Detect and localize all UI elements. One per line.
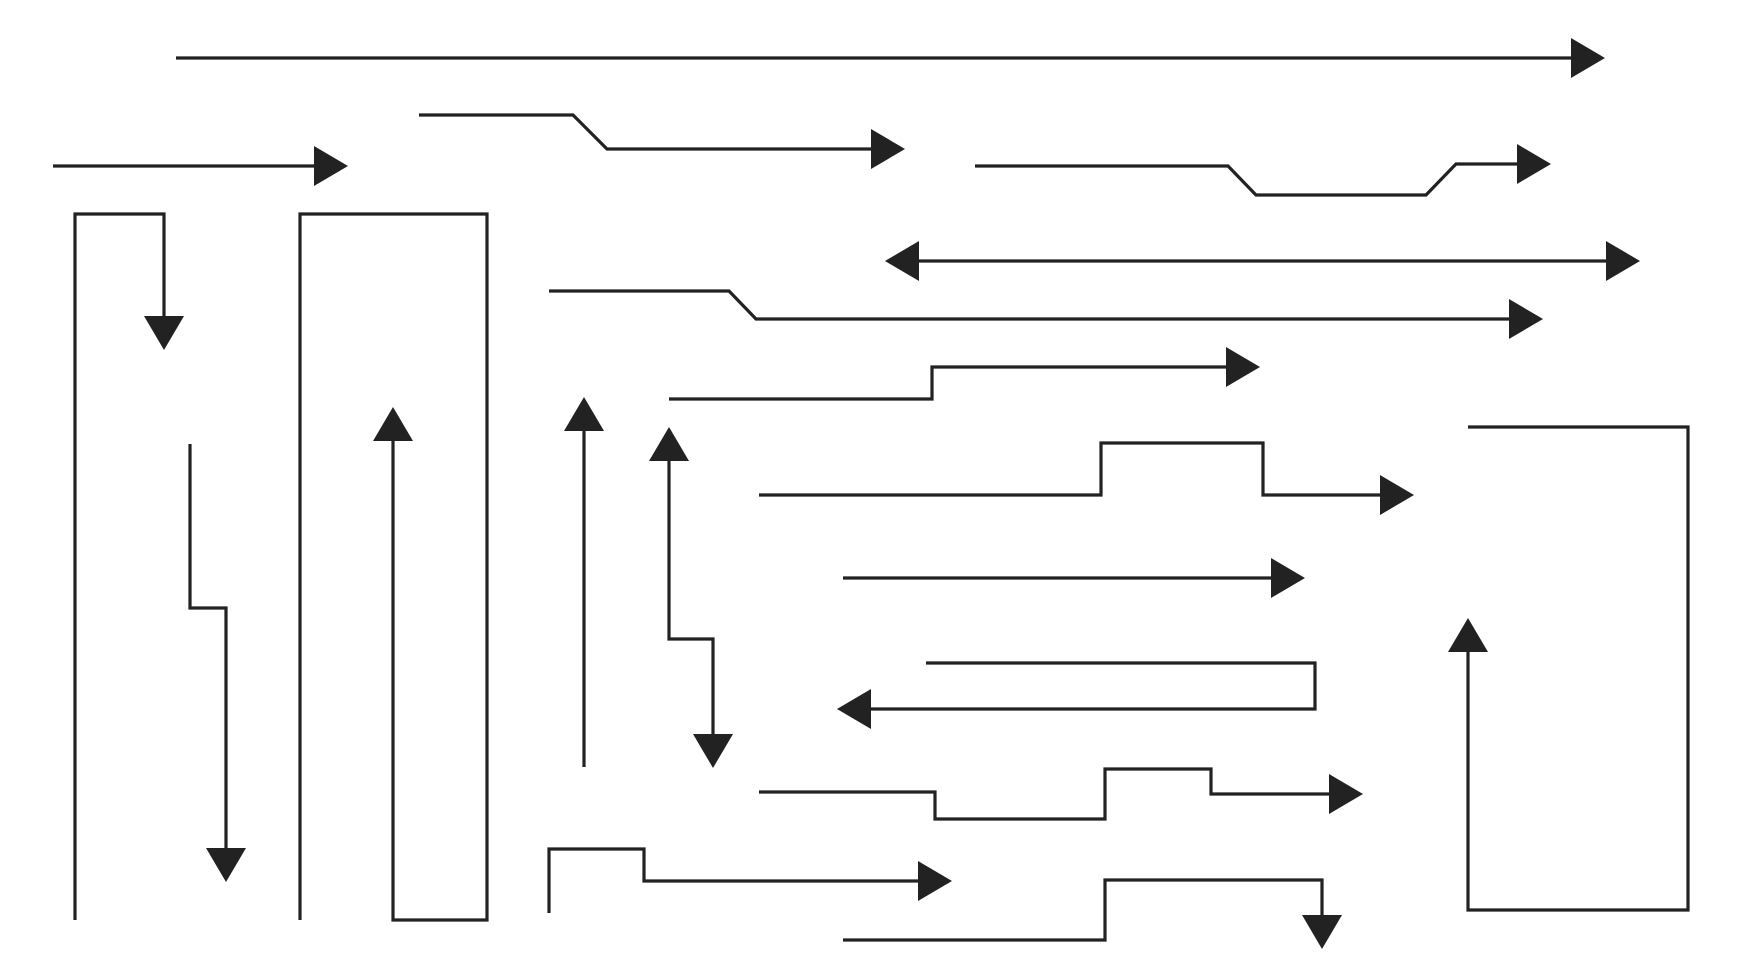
arrow-dip-then-bump-right	[759, 767, 1363, 821]
arrowhead-end	[1448, 618, 1488, 652]
arrowhead-end	[1329, 774, 1363, 814]
arrow-shaft	[547, 847, 918, 913]
arrow-shaft	[298, 212, 489, 922]
arrow-dip-and-rise-right	[975, 144, 1551, 197]
arrow-shaft	[759, 767, 1329, 821]
arrow-step-down-jog-down	[188, 444, 246, 882]
arrow-straight-up	[564, 397, 604, 767]
arrowhead-end	[918, 861, 952, 901]
arrowhead-end	[693, 734, 733, 768]
arrow-shaft	[549, 289, 1509, 321]
arrow-shaft	[419, 113, 871, 151]
arrow-straight-right-mid	[843, 558, 1305, 598]
arrowhead-end	[1226, 347, 1260, 387]
arrowhead-end	[871, 129, 905, 169]
arrowhead-end	[1302, 915, 1342, 949]
arrowhead-end	[837, 689, 871, 729]
arrow-shaft	[73, 212, 166, 920]
arrow-corner-down-left-frame	[73, 212, 184, 920]
arrow-u-turn-left	[837, 661, 1317, 729]
arrow-double-headed-horizontal	[885, 241, 1640, 281]
arrowhead-end	[564, 397, 604, 431]
arrowhead-end	[373, 407, 413, 441]
arrow-hook-up-right	[547, 847, 952, 913]
arrow-shaft	[188, 444, 228, 848]
arrowhead-end	[1380, 475, 1414, 515]
arrowhead-start	[885, 241, 919, 281]
arrow-step-up-then-down	[843, 878, 1342, 949]
arrow-up-and-down-stepped	[649, 427, 733, 768]
arrow-shaft	[759, 441, 1380, 497]
arrows-layer	[53, 38, 1690, 949]
arrowhead-end	[1606, 241, 1640, 281]
arrow-tall-loop-up	[298, 212, 489, 922]
arrowhead-end	[1509, 299, 1543, 339]
arrow-straight-right-long-top	[176, 38, 1605, 78]
arrowhead-end	[1571, 38, 1605, 78]
arrow-shaft	[975, 162, 1517, 197]
arrow-long-right-diagonal-drop	[549, 289, 1543, 339]
arrowhead-end	[206, 848, 246, 882]
arrowhead-end	[1517, 144, 1551, 184]
arrow-bump-up-right	[759, 441, 1414, 515]
arrow-shaft	[871, 661, 1317, 711]
arrow-shaft	[667, 461, 715, 734]
arrowhead-end	[314, 146, 348, 186]
arrow-straight-right-short-left	[53, 146, 348, 186]
arrowhead-start	[649, 427, 689, 461]
arrow-shaft	[843, 878, 1324, 942]
arrowhead-end	[144, 316, 184, 350]
arrow-step-up-right	[669, 347, 1260, 401]
arrow-shaft	[1466, 425, 1690, 912]
arrow-rectangle-loop-up-right	[1448, 425, 1690, 912]
arrow-stepped-right-diagonal-drop	[419, 113, 905, 169]
arrowhead-end	[1271, 558, 1305, 598]
arrow-shaft	[669, 365, 1226, 401]
